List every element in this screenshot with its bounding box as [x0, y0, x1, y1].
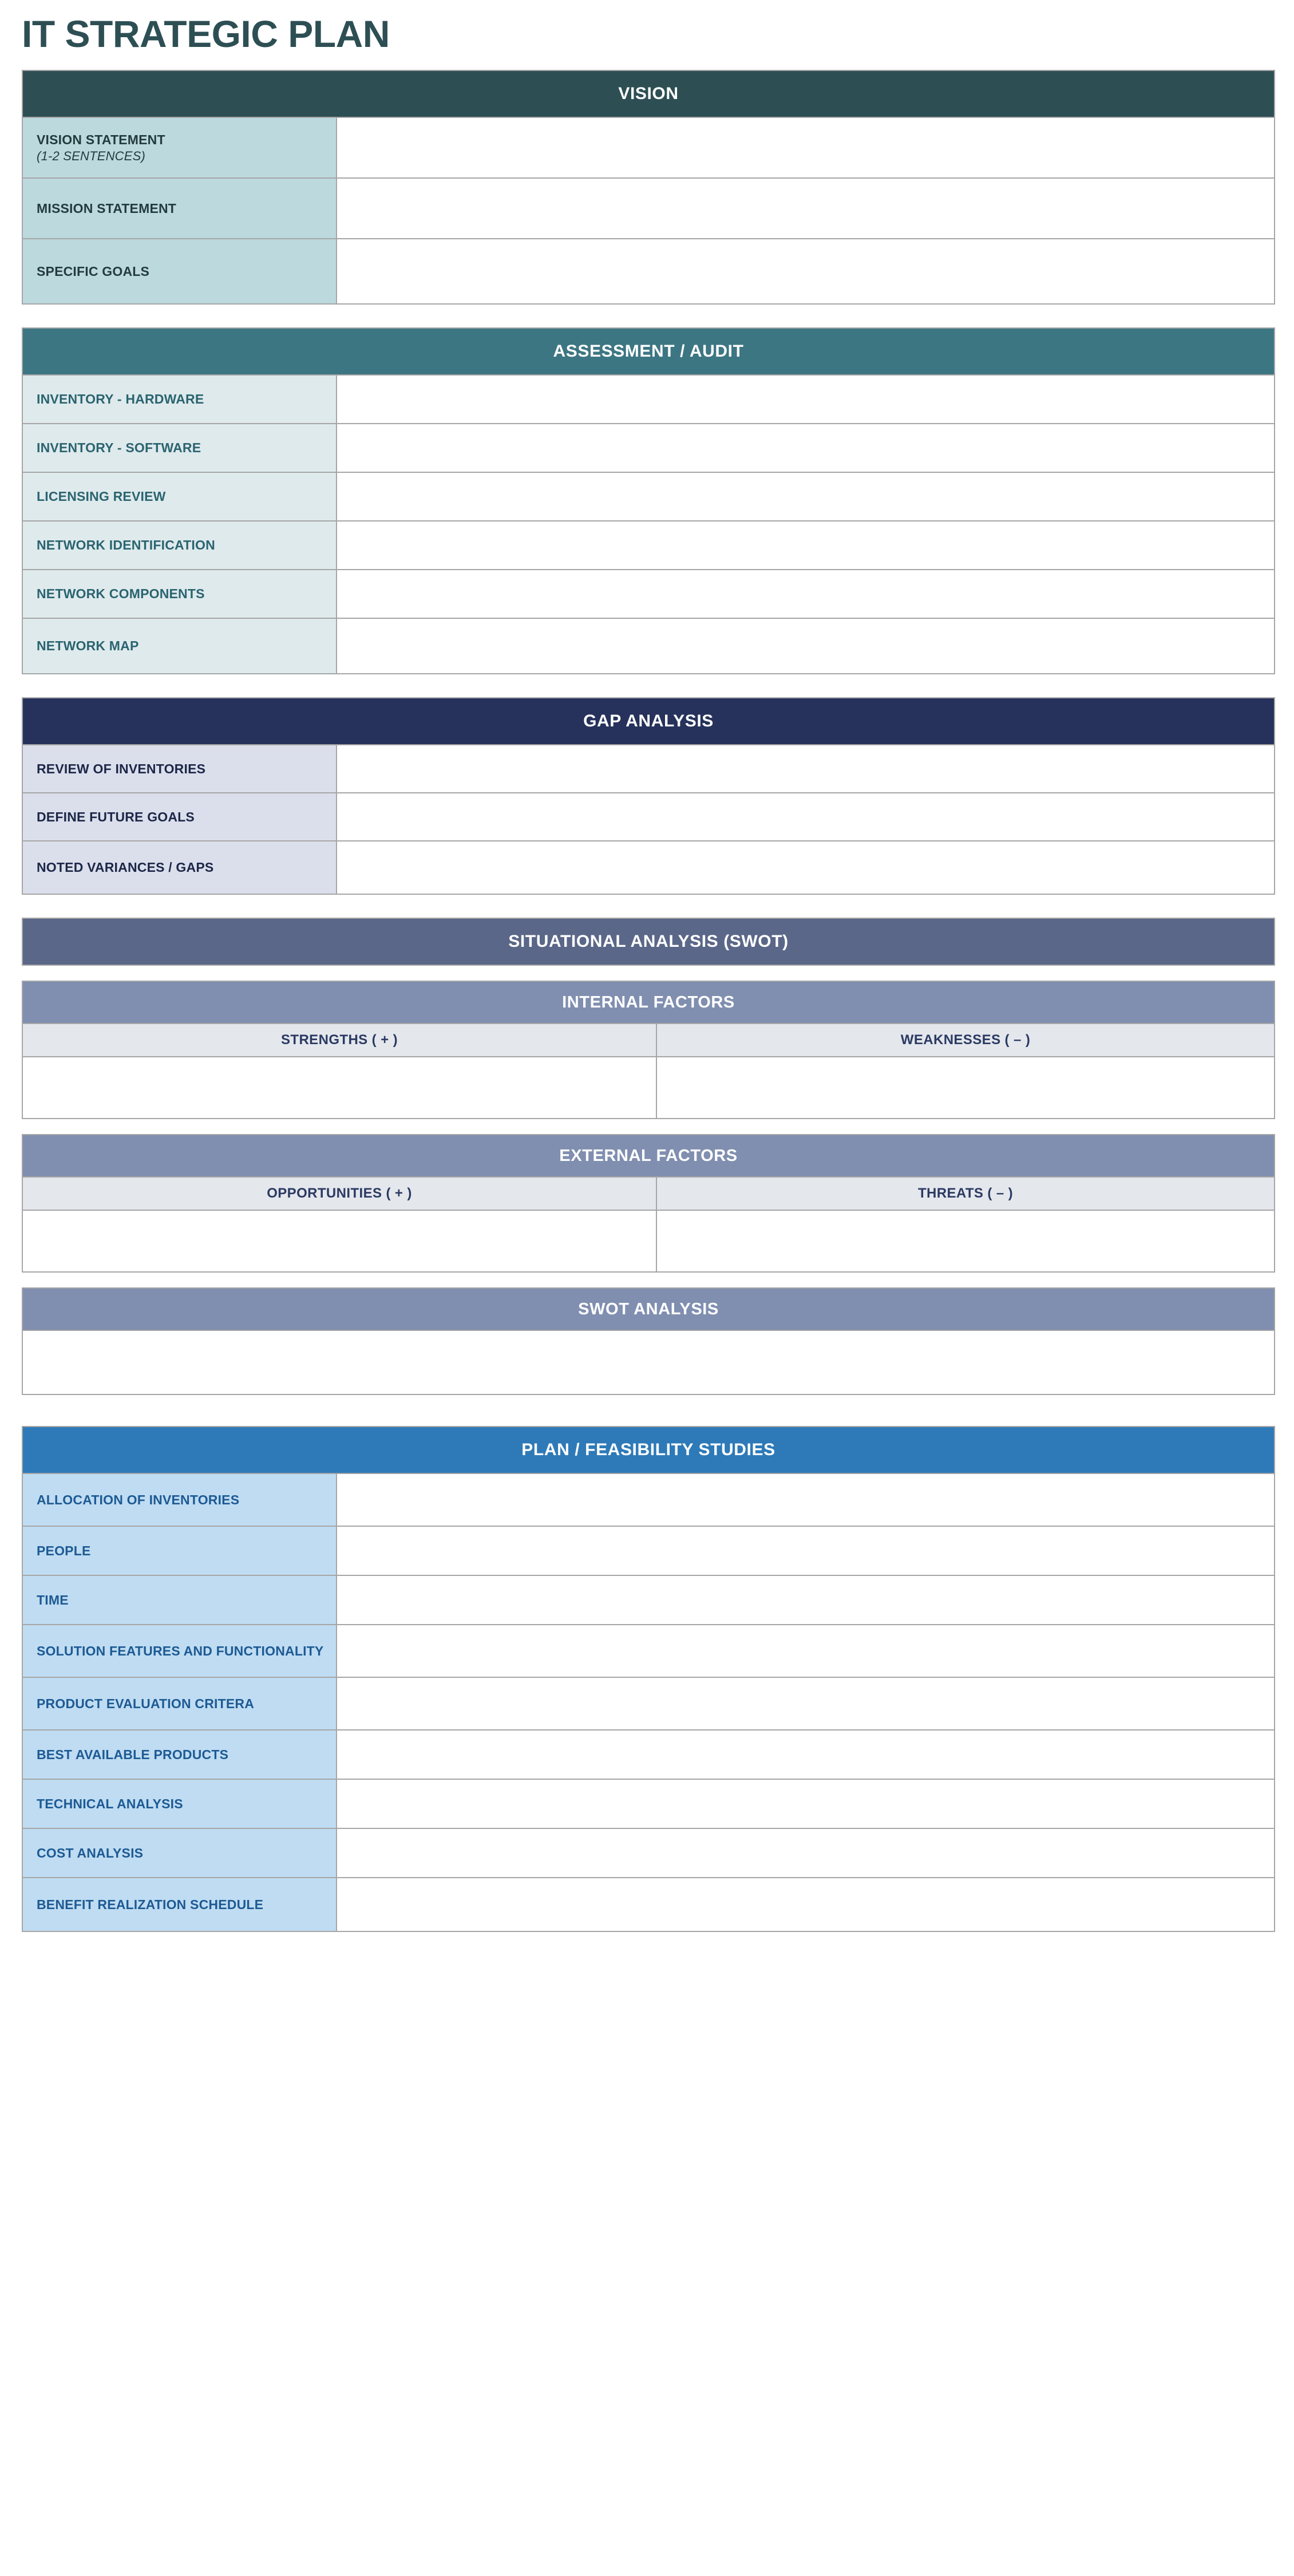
table-row: INVENTORY - SOFTWARE [22, 424, 1275, 473]
cell-strengths[interactable] [22, 1057, 657, 1119]
spacer [19, 1395, 1275, 1426]
row-value-network-components[interactable] [337, 570, 1275, 619]
row-value-inventory-software[interactable] [337, 424, 1275, 473]
table-row: VISION STATEMENT (1-2 SENTENCES) [22, 118, 1275, 179]
column-header-weaknesses: WEAKNESSES ( – ) [657, 1024, 1275, 1057]
spacer [19, 305, 1275, 327]
row-label-network-components: NETWORK COMPONENTS [22, 570, 337, 619]
column-header-strengths: STRENGTHS ( + ) [22, 1024, 657, 1057]
section-header-plan-feasibility-studies: PLAN / FEASIBILITY STUDIES [22, 1426, 1275, 1474]
row-value-technical-analysis[interactable] [337, 1780, 1275, 1829]
section-header-assessment-audit: ASSESSMENT / AUDIT [22, 327, 1275, 376]
row-label-cost-analysis: COST ANALYSIS [22, 1829, 337, 1878]
row-value-inventory-hardware[interactable] [337, 376, 1275, 424]
section-situational-analysis: SITUATIONAL ANALYSIS (SWOT) INTERNAL FAC… [22, 918, 1275, 1395]
page-title: IT STRATEGIC PLAN [22, 13, 390, 55]
section-assessment-audit: ASSESSMENT / AUDIT INVENTORY - HARDWARE … [22, 327, 1275, 674]
external-factors-column-headers: OPPORTUNITIES ( + ) THREATS ( – ) [22, 1178, 1275, 1211]
row-value-time[interactable] [337, 1576, 1275, 1625]
row-label-solution-features-and-functionality: SOLUTION FEATURES AND FUNCTIONALITY [22, 1625, 337, 1678]
row-value-solution-features-and-functionality[interactable] [337, 1625, 1275, 1678]
row-label-technical-analysis: TECHNICAL ANALYSIS [22, 1780, 337, 1829]
row-label-people: PEOPLE [22, 1527, 337, 1576]
row-label-noted-variances-gaps: NOTED VARIANCES / GAPS [22, 841, 337, 895]
spacer [22, 1119, 1275, 1134]
section-header-gap-analysis: GAP ANALYSIS [22, 697, 1275, 745]
table-row: MISSION STATEMENT [22, 179, 1275, 239]
spacer [19, 895, 1275, 918]
spacer [22, 966, 1275, 981]
row-label-define-future-goals: DEFINE FUTURE GOALS [22, 793, 337, 841]
section-header-situational-analysis: SITUATIONAL ANALYSIS (SWOT) [22, 918, 1275, 966]
row-label-inventory-hardware: INVENTORY - HARDWARE [22, 376, 337, 424]
cell-weaknesses[interactable] [657, 1057, 1275, 1119]
table-row: TECHNICAL ANALYSIS [22, 1780, 1275, 1829]
subsection-header-swot-analysis: SWOT ANALYSIS [22, 1287, 1275, 1331]
subsection-header-internal-factors: INTERNAL FACTORS [22, 981, 1275, 1024]
table-row: NETWORK IDENTIFICATION [22, 521, 1275, 570]
row-label-review-of-inventories: REVIEW OF INVENTORIES [22, 745, 337, 793]
row-value-benefit-realization-schedule[interactable] [337, 1878, 1275, 1932]
row-value-network-identification[interactable] [337, 521, 1275, 570]
row-value-product-evaluation-critera[interactable] [337, 1678, 1275, 1730]
table-row: REVIEW OF INVENTORIES [22, 745, 1275, 793]
table-row: PRODUCT EVALUATION CRITERA [22, 1678, 1275, 1730]
table-row: BEST AVAILABLE PRODUCTS [22, 1730, 1275, 1780]
row-value-people[interactable] [337, 1527, 1275, 1576]
spacer [22, 1273, 1275, 1287]
cell-opportunities[interactable] [22, 1211, 657, 1273]
row-label-best-available-products: BEST AVAILABLE PRODUCTS [22, 1730, 337, 1780]
row-value-define-future-goals[interactable] [337, 793, 1275, 841]
row-value-network-map[interactable] [337, 619, 1275, 674]
row-value-vision-statement[interactable] [337, 118, 1275, 179]
row-value-review-of-inventories[interactable] [337, 745, 1275, 793]
table-row: NETWORK MAP [22, 619, 1275, 674]
section-header-vision: VISION [22, 70, 1275, 118]
table-row: INVENTORY - HARDWARE [22, 376, 1275, 424]
label-text: VISION STATEMENT [37, 132, 165, 147]
table-row: SOLUTION FEATURES AND FUNCTIONALITY [22, 1625, 1275, 1678]
row-label-allocation-of-inventories: ALLOCATION OF INVENTORIES [22, 1474, 337, 1527]
table-row: COST ANALYSIS [22, 1829, 1275, 1878]
row-label-licensing-review: LICENSING REVIEW [22, 473, 337, 521]
row-label-mission-statement: MISSION STATEMENT [22, 179, 337, 239]
row-label-benefit-realization-schedule: BENEFIT REALIZATION SCHEDULE [22, 1878, 337, 1932]
row-label-time: TIME [22, 1576, 337, 1625]
column-header-opportunities: OPPORTUNITIES ( + ) [22, 1178, 657, 1211]
row-value-best-available-products[interactable] [337, 1730, 1275, 1780]
internal-factors-column-headers: STRENGTHS ( + ) WEAKNESSES ( – ) [22, 1024, 1275, 1057]
section-gap-analysis: GAP ANALYSIS REVIEW OF INVENTORIES DEFIN… [22, 697, 1275, 895]
row-value-licensing-review[interactable] [337, 473, 1275, 521]
external-factors-body [22, 1211, 1275, 1273]
row-value-specific-goals[interactable] [337, 239, 1275, 305]
row-label-network-map: NETWORK MAP [22, 619, 337, 674]
row-value-allocation-of-inventories[interactable] [337, 1474, 1275, 1527]
row-label-vision-statement: VISION STATEMENT (1-2 SENTENCES) [22, 118, 337, 179]
table-row: PEOPLE [22, 1527, 1275, 1576]
section-plan-feasibility-studies: PLAN / FEASIBILITY STUDIES ALLOCATION OF… [22, 1426, 1275, 1932]
row-label-specific-goals: SPECIFIC GOALS [22, 239, 337, 305]
table-row: ALLOCATION OF INVENTORIES [22, 1474, 1275, 1527]
subsection-header-external-factors: EXTERNAL FACTORS [22, 1134, 1275, 1178]
row-label-network-identification: NETWORK IDENTIFICATION [22, 521, 337, 570]
spacer [19, 674, 1275, 697]
row-label-product-evaluation-critera: PRODUCT EVALUATION CRITERA [22, 1678, 337, 1730]
table-row: TIME [22, 1576, 1275, 1625]
row-value-noted-variances-gaps[interactable] [337, 841, 1275, 895]
row-label-inventory-software: INVENTORY - SOFTWARE [22, 424, 337, 473]
table-row: BENEFIT REALIZATION SCHEDULE [22, 1878, 1275, 1932]
table-row: SPECIFIC GOALS [22, 239, 1275, 305]
table-row: LICENSING REVIEW [22, 473, 1275, 521]
cell-threats[interactable] [657, 1211, 1275, 1273]
internal-factors-body [22, 1057, 1275, 1119]
label-note: (1-2 SENTENCES) [37, 148, 146, 163]
table-row: NETWORK COMPONENTS [22, 570, 1275, 619]
section-vision: VISION VISION STATEMENT (1-2 SENTENCES) … [22, 70, 1275, 305]
row-value-mission-statement[interactable] [337, 179, 1275, 239]
table-row: NOTED VARIANCES / GAPS [22, 841, 1275, 895]
row-value-cost-analysis[interactable] [337, 1829, 1275, 1878]
column-header-threats: THREATS ( – ) [657, 1178, 1275, 1211]
table-row: DEFINE FUTURE GOALS [22, 793, 1275, 841]
cell-swot-analysis[interactable] [22, 1331, 1275, 1395]
